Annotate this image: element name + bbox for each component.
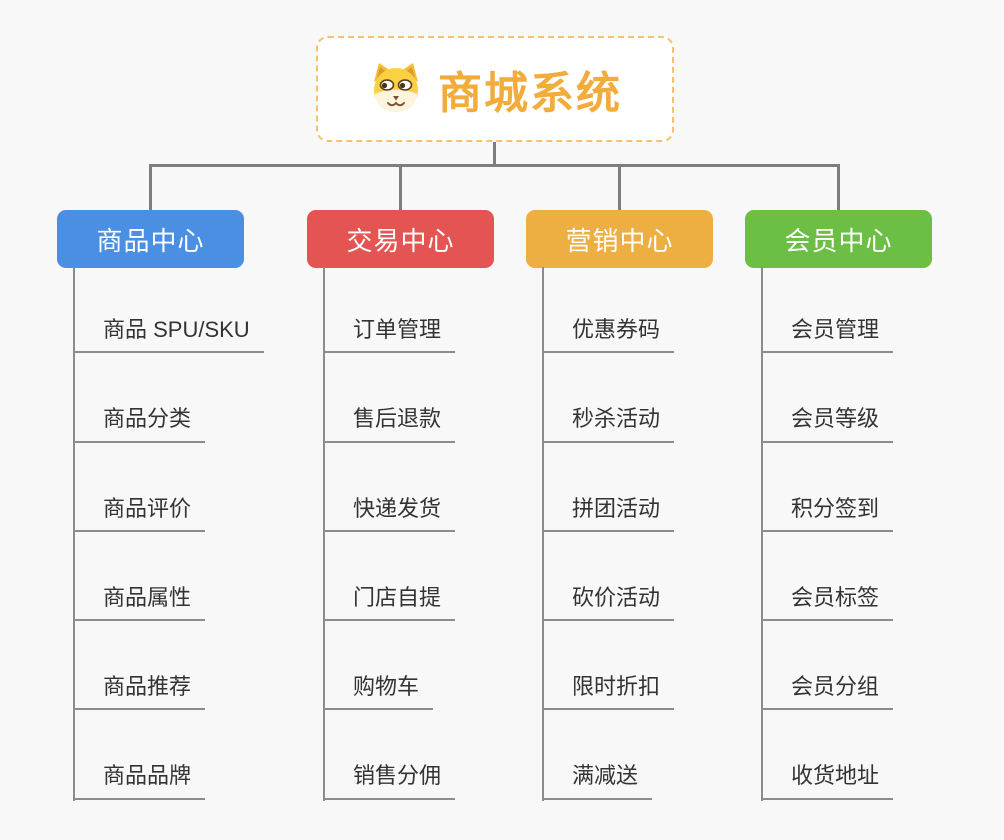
branch-node-member-center[interactable]: 会员中心 [745, 210, 932, 268]
leaf-label: 商品 SPU/SKU [103, 316, 250, 342]
branch-children-member-center: 会员管理 会员等级 积分签到 会员标签 会员分组 收货地址 [761, 264, 894, 800]
leaf-node[interactable]: 商品分类 [73, 353, 206, 443]
leaf-label: 砍价活动 [572, 584, 661, 610]
leaf-node[interactable]: 拼团活动 [542, 443, 675, 532]
leaf-label: 门店自提 [353, 584, 442, 610]
leaf-node[interactable]: 商品评价 [73, 443, 206, 532]
connector-drop [618, 164, 621, 210]
leaf-node[interactable]: 销售分佣 [323, 710, 456, 800]
leaf-label: 会员管理 [791, 316, 880, 342]
leaf-label: 收货地址 [791, 763, 880, 789]
leaf-label: 会员分组 [791, 674, 880, 700]
leaf-label: 商品评价 [103, 495, 192, 521]
leaf-label: 商品品牌 [103, 763, 192, 789]
leaf-label: 购物车 [353, 674, 420, 700]
branch-label: 交易中心 [346, 225, 455, 256]
leaf-label: 快递发货 [353, 495, 442, 521]
connector-trunk [542, 267, 544, 801]
leaf-label: 售后退款 [353, 406, 442, 432]
leaf-node[interactable]: 砍价活动 [542, 532, 675, 622]
leaf-node[interactable]: 会员等级 [761, 353, 894, 443]
dog-face-icon [368, 61, 424, 118]
root-node[interactable]: 商城系统 [316, 36, 674, 142]
branch-label: 商品中心 [96, 225, 205, 256]
connector-bus [149, 164, 840, 167]
leaf-node[interactable]: 会员标签 [761, 532, 894, 622]
leaf-node[interactable]: 快递发货 [323, 443, 456, 532]
connector-trunk [761, 267, 763, 801]
leaf-node[interactable]: 会员管理 [761, 264, 894, 354]
leaf-label: 销售分佣 [353, 763, 442, 789]
leaf-label: 会员标签 [791, 584, 880, 610]
leaf-node[interactable]: 门店自提 [323, 532, 456, 622]
leaf-label: 商品推荐 [103, 674, 192, 700]
leaf-label: 拼团活动 [572, 495, 661, 521]
leaf-node[interactable]: 会员分组 [761, 621, 894, 711]
leaf-node[interactable]: 售后退款 [323, 353, 456, 443]
root-title: 商城系统 [438, 69, 622, 118]
branch-node-marketing-center[interactable]: 营销中心 [526, 210, 713, 268]
branch-children-trade-center: 订单管理 售后退款 快递发货 门店自提 购物车 销售分佣 [323, 264, 456, 800]
leaf-label: 优惠券码 [572, 316, 661, 342]
connector-drop [399, 164, 402, 210]
leaf-node[interactable]: 订单管理 [323, 264, 456, 354]
leaf-label: 积分签到 [791, 495, 880, 521]
leaf-label: 商品属性 [103, 584, 192, 610]
leaf-label: 会员等级 [791, 406, 880, 432]
leaf-node[interactable]: 商品品牌 [73, 710, 206, 800]
leaf-node[interactable]: 商品推荐 [73, 621, 206, 711]
branch-label: 营销中心 [565, 225, 674, 256]
leaf-node[interactable]: 积分签到 [761, 443, 894, 532]
leaf-label: 订单管理 [353, 316, 442, 342]
leaf-node[interactable]: 商品 SPU/SKU [73, 264, 264, 354]
leaf-node[interactable]: 商品属性 [73, 532, 206, 622]
leaf-node[interactable]: 购物车 [323, 621, 434, 711]
branch-label: 会员中心 [784, 225, 893, 256]
leaf-label: 满减送 [572, 763, 639, 789]
connector-trunk [323, 267, 325, 801]
leaf-node[interactable]: 限时折扣 [542, 621, 675, 711]
leaf-label: 商品分类 [103, 406, 192, 432]
leaf-label: 秒杀活动 [572, 406, 661, 432]
leaf-node[interactable]: 秒杀活动 [542, 353, 675, 443]
connector-drop [837, 164, 840, 210]
leaf-label: 限时折扣 [572, 674, 661, 700]
connector-trunk [73, 267, 75, 801]
leaf-node[interactable]: 收货地址 [761, 710, 894, 800]
leaf-node[interactable]: 满减送 [542, 710, 653, 800]
leaf-node[interactable]: 优惠券码 [542, 264, 675, 354]
connector-drop [149, 164, 152, 210]
branch-children-marketing-center: 优惠券码 秒杀活动 拼团活动 砍价活动 限时折扣 满减送 [542, 264, 675, 800]
branch-node-product-center[interactable]: 商品中心 [57, 210, 244, 268]
branch-children-product-center: 商品 SPU/SKU 商品分类 商品评价 商品属性 商品推荐 商品品牌 [73, 264, 264, 800]
branch-node-trade-center[interactable]: 交易中心 [307, 210, 494, 268]
connector-root-drop [493, 142, 496, 166]
